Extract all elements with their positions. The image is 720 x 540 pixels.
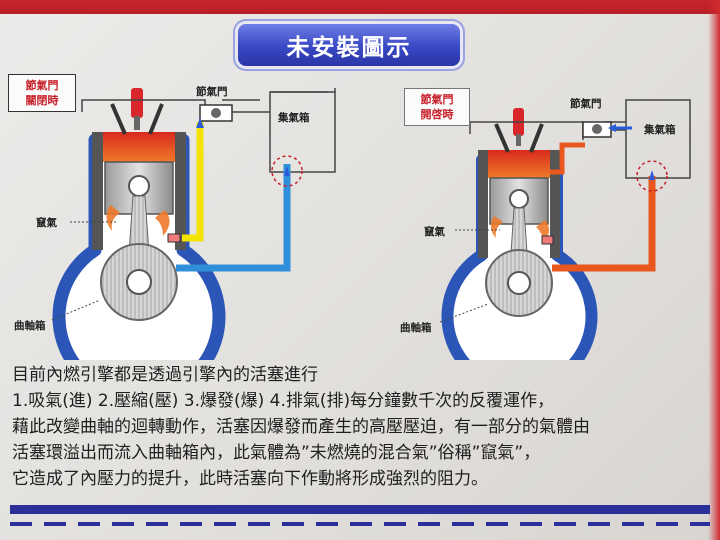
left-state-line-2: 關閉時 (25, 94, 59, 107)
blue-dashed-rule (10, 522, 710, 526)
left-combustion-chamber (103, 132, 175, 162)
left-rail-line (270, 88, 336, 93)
description-line-3: 藉此改變曲軸的迴轉動作，活塞因爆發而產生的高壓壓迫，有一部分的氣體由 (12, 417, 590, 437)
right-flow-arrowhead (608, 124, 616, 132)
right-blowby-label: 竄氣 (424, 226, 445, 238)
right-piston-pin (509, 189, 529, 209)
right-pcv-port (541, 235, 554, 245)
right-state-line-2: 開啓時 (420, 108, 454, 121)
engine-diagrams (51, 88, 691, 360)
left-intake-valve (110, 103, 127, 135)
right-state-line-1: 節氣門 (420, 93, 454, 106)
left-yellow-arrow (196, 118, 204, 128)
left-valve-marker (271, 155, 303, 187)
right-collector-line (611, 99, 691, 179)
left-engine (51, 88, 336, 360)
left-spark-plug (131, 88, 143, 118)
left-valve-arrow (284, 166, 290, 176)
right-blowby-flame-1 (490, 216, 503, 238)
left-collector-label: 集氣箱 (278, 112, 310, 124)
right-combustion-chamber (488, 150, 550, 178)
left-intake-line (81, 99, 260, 120)
left-state-line-1: 節氣門 (25, 79, 59, 92)
right-cylinder-wall-r (550, 150, 560, 258)
blue-rule (10, 505, 710, 514)
red-top-edge (0, 0, 720, 14)
left-pcv-port (167, 233, 181, 243)
right-valve-arrow (649, 170, 655, 180)
right-crank-center (507, 271, 531, 295)
right-crankcase-leader (439, 303, 489, 323)
title-banner: 未安裝圖示 (238, 24, 460, 66)
left-throttle-label: 節氣門 (196, 86, 228, 98)
left-blowby-flame-2 (155, 210, 170, 236)
description-line-1: 目前內燃引擎都是透過引擎內的活塞進行 (12, 365, 318, 385)
left-blowby-flame-1 (106, 205, 120, 231)
left-blowby-label: 竄氣 (36, 217, 57, 229)
right-orange-pipe-top (550, 142, 585, 175)
left-state-box: 節氣門 關閉時 (8, 74, 76, 112)
right-spark-plug-tip (516, 134, 521, 146)
right-orange-pipe (552, 176, 656, 272)
right-exhaust-valve (529, 123, 544, 153)
right-throttle-plate (592, 124, 602, 134)
left-exhaust-valve (148, 103, 164, 135)
red-right-edge (708, 0, 720, 540)
right-state-box: 節氣門 開啓時 (404, 88, 470, 126)
right-intake-valve (494, 123, 510, 153)
left-yellow-pipe (182, 122, 204, 242)
description-line-5: 它造成了內壓力的提升，此時活塞向下作動將形成強烈的阻力。 (12, 469, 488, 489)
description-text: 目前內燃引擎都是透過引擎內的活塞進行 1.吸氣(進) 2.壓縮(壓) 3.爆發(… (12, 362, 712, 492)
left-piston-pin (128, 175, 150, 197)
left-cylinder-wall-l (92, 132, 103, 250)
description-line-2: 1.吸氣(進) 2.壓縮(壓) 3.爆發(爆) 4.排氣(排)每分鐘數千次的反覆… (12, 391, 555, 411)
left-blue-pipe (176, 164, 291, 272)
right-engine (439, 99, 691, 360)
left-spark-plug-tip (134, 116, 140, 130)
right-throttle-label: 節氣門 (570, 98, 602, 110)
left-crank-center (126, 269, 152, 295)
right-crankcase-label: 曲軸箱 (400, 322, 432, 334)
left-collector-line (232, 91, 336, 173)
right-cylinder-wall-l (478, 150, 488, 258)
left-crankcase-leader (51, 299, 101, 321)
right-valve-marker (636, 160, 668, 192)
left-cylinder-wall-r (175, 132, 186, 250)
description-line-4: 活塞環溢出而流入曲軸箱內，此氣體為”未燃燒的混合氣”俗稱”竄氣”， (12, 443, 541, 463)
left-crankcase-label: 曲軸箱 (14, 320, 46, 332)
right-collector-label: 集氣箱 (644, 124, 676, 136)
left-throttle-plate (211, 108, 221, 118)
